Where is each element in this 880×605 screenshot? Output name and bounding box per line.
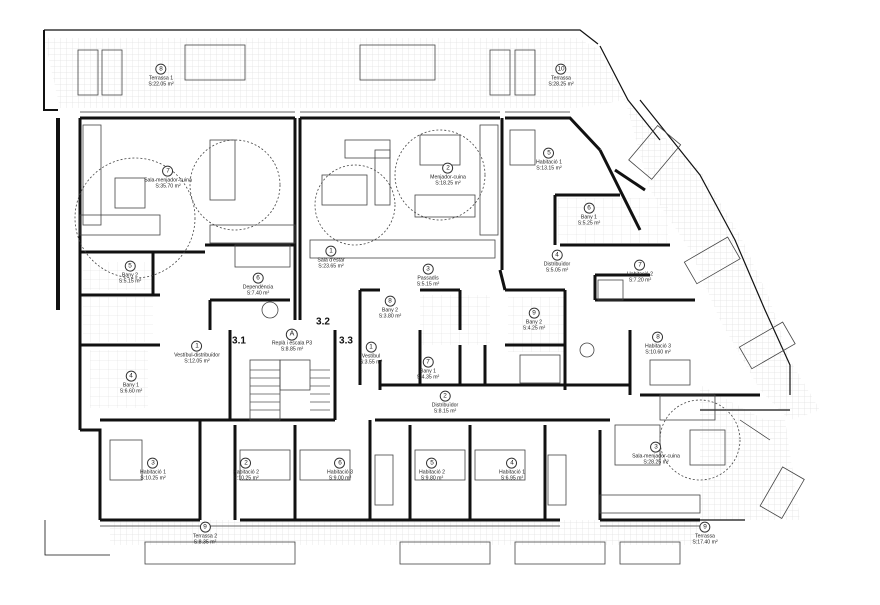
stair-treads [250, 369, 330, 411]
glazing-lines [80, 111, 771, 527]
furniture [74, 44, 741, 565]
unit-label-2: 3.2 [316, 316, 330, 328]
tiled-rooms [83, 198, 668, 408]
interior-walls [80, 118, 695, 520]
stair-name: Replà i escala P3 [271, 340, 313, 347]
unit-label-1: 3.1 [232, 335, 246, 347]
planters [628, 124, 805, 519]
stair-marker: A [286, 328, 298, 341]
stair-label: A Replà i escala P3 S:8.85 m² [271, 328, 313, 354]
outer-walls [43, 29, 791, 556]
stair-area: S:8.85 m² [280, 347, 304, 353]
unit-label-3: 3.3 [339, 335, 353, 347]
